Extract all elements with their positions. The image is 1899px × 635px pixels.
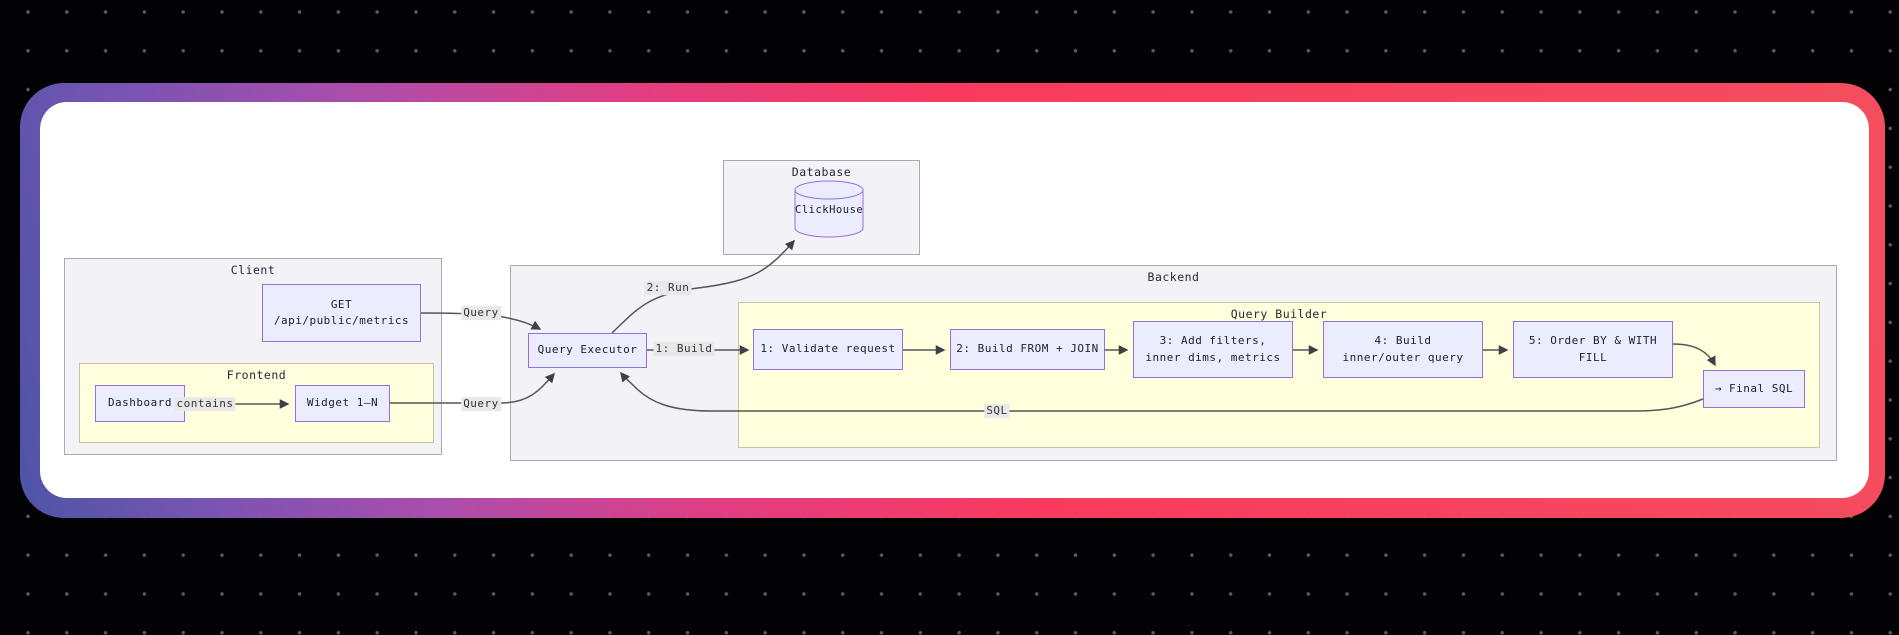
node-step-from-join: 2: Build FROM + JOIN — [950, 329, 1105, 370]
edge-label-query-widget: Query — [461, 397, 501, 411]
node-dashboard: Dashboard — [95, 385, 185, 422]
node-label-line: GET — [330, 297, 353, 311]
node-label-line: 5: Order BY & WITH — [1528, 334, 1658, 347]
node-step-filters: 3: Add filters, inner dims, metrics — [1133, 321, 1293, 378]
edge-label-run: 2: Run — [644, 281, 692, 295]
edge-label-sql: SQL — [984, 404, 1010, 418]
node-query-executor: Query Executor — [528, 333, 647, 368]
node-label-line: 4: Build — [1374, 334, 1432, 347]
node-label: Dashboard — [107, 396, 173, 410]
node-label: 2: Build FROM + JOIN — [956, 342, 1099, 356]
node-label: Widget 1–N — [306, 396, 379, 410]
edge-label-build: 1: Build — [653, 342, 715, 356]
node-label-line: 3: Add filters, — [1159, 334, 1267, 347]
cluster-label: Frontend — [226, 368, 287, 382]
node-step-order-fill: 5: Order BY & WITH FILL — [1513, 321, 1673, 378]
cluster-label: Database — [791, 165, 852, 179]
node-label: Query Executor — [537, 343, 638, 357]
cluster-label: Backend — [1147, 270, 1200, 284]
cluster-label: Client — [230, 263, 276, 277]
edge-label-contains: contains — [174, 397, 236, 411]
node-label-line: /api/public/metrics — [273, 314, 410, 327]
node-label: 1: Validate request — [760, 342, 896, 356]
node-final-sql: → Final SQL — [1703, 370, 1805, 408]
node-label: → Final SQL — [1714, 381, 1794, 395]
node-step-validate: 1: Validate request — [753, 329, 903, 370]
node-clickhouse: ClickHouse — [795, 204, 864, 216]
cluster-label: Query Builder — [1230, 307, 1328, 321]
node-step-inner-outer: 4: Build inner/outer query — [1323, 321, 1483, 378]
edge-label-query-get: Query — [461, 306, 501, 320]
node-label-line: FILL — [1578, 350, 1608, 364]
node-widget: Widget 1–N — [295, 385, 390, 422]
node-label-line: inner dims, metrics — [1145, 350, 1281, 364]
node-label-line: inner/outer query — [1342, 350, 1464, 364]
node-get-endpoint: GET /api/public/metrics — [262, 284, 421, 342]
